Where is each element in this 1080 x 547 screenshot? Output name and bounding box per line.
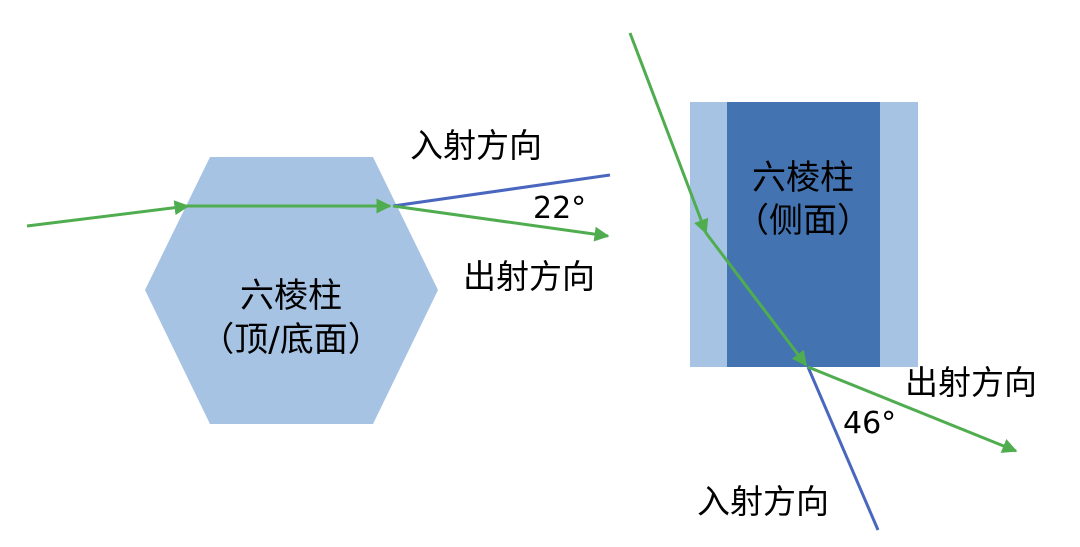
incoming-ray-right xyxy=(628,32,709,235)
exit-ray-left xyxy=(392,204,610,242)
incident-direction-label-left: 入射方向 xyxy=(410,126,542,165)
angle-label-22: 22° xyxy=(533,191,586,226)
angle-label-46: 46° xyxy=(843,406,896,441)
incident-direction-line-left xyxy=(392,173,611,208)
incident-direction-label-right: 入射方向 xyxy=(697,482,829,521)
prism-label-left-line2: （顶/底面） xyxy=(200,320,381,360)
prism-label-right-line2: （侧面） xyxy=(735,201,871,241)
prism-label-right-line1: 六棱柱 xyxy=(752,158,854,198)
incident-direction-line-right xyxy=(806,366,880,531)
internal-ray-right xyxy=(704,232,808,367)
exit-direction-label-right: 出射方向 xyxy=(905,363,1037,402)
prism-label-left-line1: 六棱柱 xyxy=(240,276,342,316)
exit-ray-right xyxy=(807,365,1018,453)
prism-side-inner xyxy=(727,102,880,367)
exit-direction-label-left: 出射方向 xyxy=(463,257,595,296)
incoming-ray-left xyxy=(26,200,190,228)
hexagon-prism-top-face xyxy=(145,157,438,424)
